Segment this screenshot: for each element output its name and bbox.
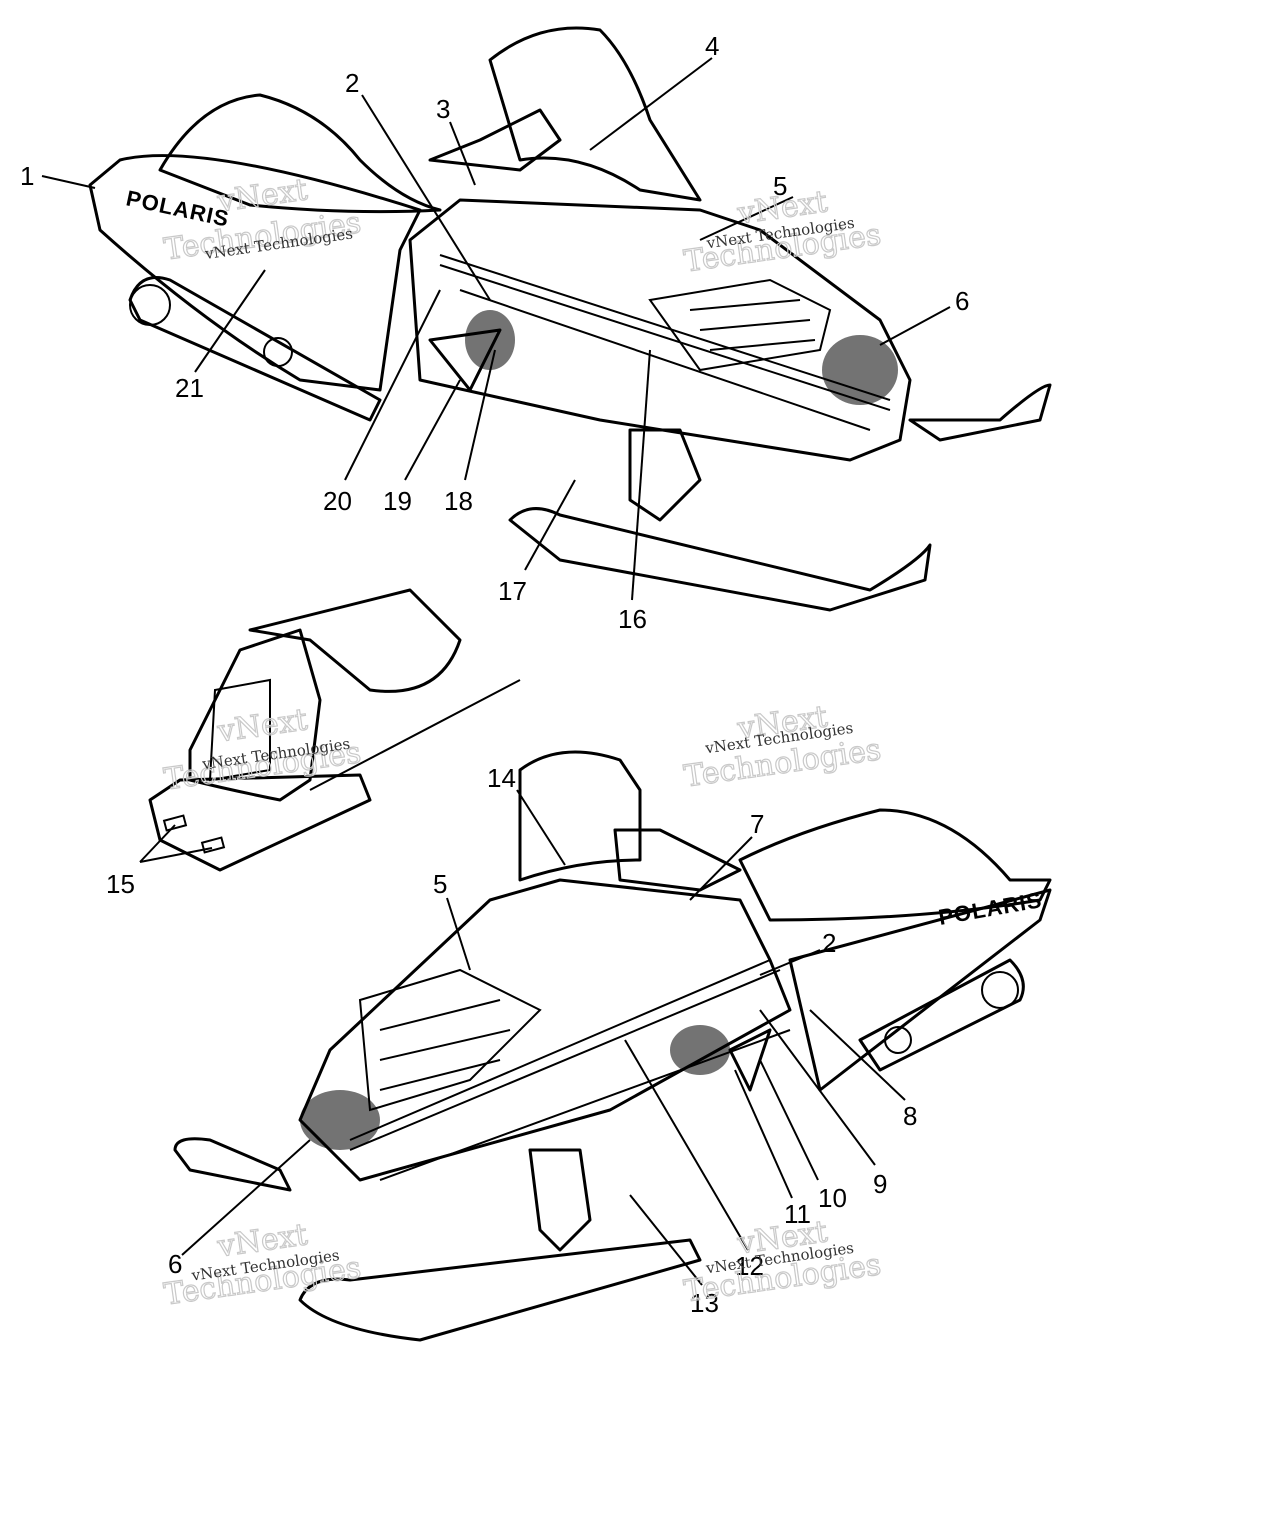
callout-9: 9 — [873, 1169, 887, 1199]
callout-7: 7 — [750, 809, 764, 839]
lower-idler-wheel — [981, 971, 1019, 1009]
upper-windshield — [488, 26, 702, 202]
callout-2-lower: 2 — [822, 928, 836, 958]
lower-handlebar — [613, 828, 742, 892]
callout-5: 5 — [773, 171, 787, 201]
upper-handlebar — [428, 108, 562, 172]
callout-1: 1 — [20, 161, 34, 191]
upper-hood — [408, 198, 912, 462]
lower-track — [858, 958, 1025, 1072]
callout-19: 19 — [383, 486, 412, 516]
lower-hood — [298, 878, 792, 1182]
callout-10: 10 — [818, 1183, 847, 1213]
upper-idler-wheel — [129, 284, 171, 326]
lower-seat — [738, 808, 1052, 922]
lower-windshield — [518, 750, 642, 882]
lower-front-suspension — [528, 1148, 592, 1252]
callout-6: 6 — [955, 286, 969, 316]
callout-14: 14 — [487, 763, 516, 793]
upper-track — [128, 276, 382, 422]
upper-front-suspension — [628, 428, 702, 522]
callout-21: 21 — [175, 373, 204, 403]
watermarks: vNext Technologies vNext Technologies vN… — [161, 172, 884, 1313]
callout-13: 13 — [690, 1288, 719, 1318]
callout-18: 18 — [444, 486, 473, 516]
watermark-2: vNext Technologies vNext Technologies — [681, 184, 884, 280]
callout-numbers: 1 2 3 4 5 6 16 17 18 19 20 21 2 5 6 7 8 … — [20, 31, 969, 1318]
callout-16: 16 — [618, 604, 647, 634]
callout-17: 17 — [498, 576, 527, 606]
callout-11: 11 — [784, 1199, 811, 1229]
watermark-5: vNext Technologies vNext Technologies — [161, 1217, 364, 1313]
upper-rear-body — [88, 154, 422, 392]
callout-6-lower: 6 — [168, 1249, 182, 1279]
upper-side-stripe — [439, 254, 891, 401]
upper-hood-vents — [648, 278, 832, 372]
svg-text:vNext: vNext — [215, 172, 310, 219]
leader-lines — [41, 57, 951, 1286]
upper-nose-stipple — [822, 335, 898, 405]
callout-3: 3 — [436, 94, 450, 124]
lower-hood-vents — [358, 968, 542, 1112]
watermark-3: vNext Technologies vNext Technologies — [161, 702, 364, 798]
callout-8: 8 — [903, 1101, 917, 1131]
lower-polaris-logo: POLARIS — [937, 887, 1045, 930]
lower-right-ski — [298, 1238, 702, 1342]
lower-tunnel — [788, 888, 1052, 1092]
hitch-body — [188, 628, 322, 802]
callout-4: 4 — [705, 31, 719, 61]
callout-15: 15 — [106, 869, 135, 899]
watermark-4: vNext Technologies vNext Technologies — [681, 699, 884, 795]
hitch-detail — [148, 588, 521, 872]
callout-2: 2 — [345, 68, 359, 98]
watermark-6: vNext Technologies vNext Technologies — [681, 1214, 884, 1310]
upper-snowmobile: POLARIS — [88, 26, 1052, 612]
upper-right-ski — [508, 507, 932, 612]
callout-20: 20 — [323, 486, 352, 516]
lower-left-ski — [173, 1137, 292, 1192]
lower-side-stripe — [349, 959, 771, 1141]
callout-5-lower: 5 — [433, 869, 447, 899]
callout-12: 12 — [735, 1251, 764, 1281]
upper-left-ski — [908, 383, 1052, 442]
upper-seat — [158, 93, 442, 214]
lower-nose-stipple — [300, 1090, 380, 1150]
